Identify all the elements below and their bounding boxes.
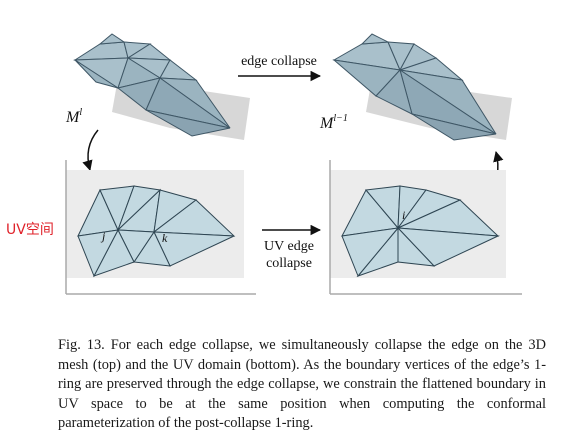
bottom-arrow-label-line2: collapse: [266, 256, 312, 271]
vertex-label-k: k: [162, 231, 168, 245]
figure-13-illustration: Ml Ml−1 edge collapse j k UV空间 UV: [6, 33, 522, 295]
mesh-label-left: Ml: [65, 107, 82, 126]
mesh-label-right: Ml−1: [319, 113, 348, 132]
vertex-label-j: j: [100, 229, 106, 243]
top-arrow-label: edge collapse: [241, 54, 317, 69]
mesh-3d-before: [73, 33, 250, 140]
vertex-label-i: i: [402, 208, 405, 222]
bottom-arrow-label-line1: UV edge: [264, 239, 314, 254]
mesh-3d-after: [332, 33, 512, 141]
figure-caption: Fig. 13. For each edge collapse, we simu…: [58, 337, 546, 432]
curved-arrow-down: [82, 129, 99, 172]
uv-panel-before: j k: [65, 160, 256, 295]
uv-side-label: UV空间: [6, 222, 54, 238]
uv-panel-after: i: [329, 160, 522, 295]
